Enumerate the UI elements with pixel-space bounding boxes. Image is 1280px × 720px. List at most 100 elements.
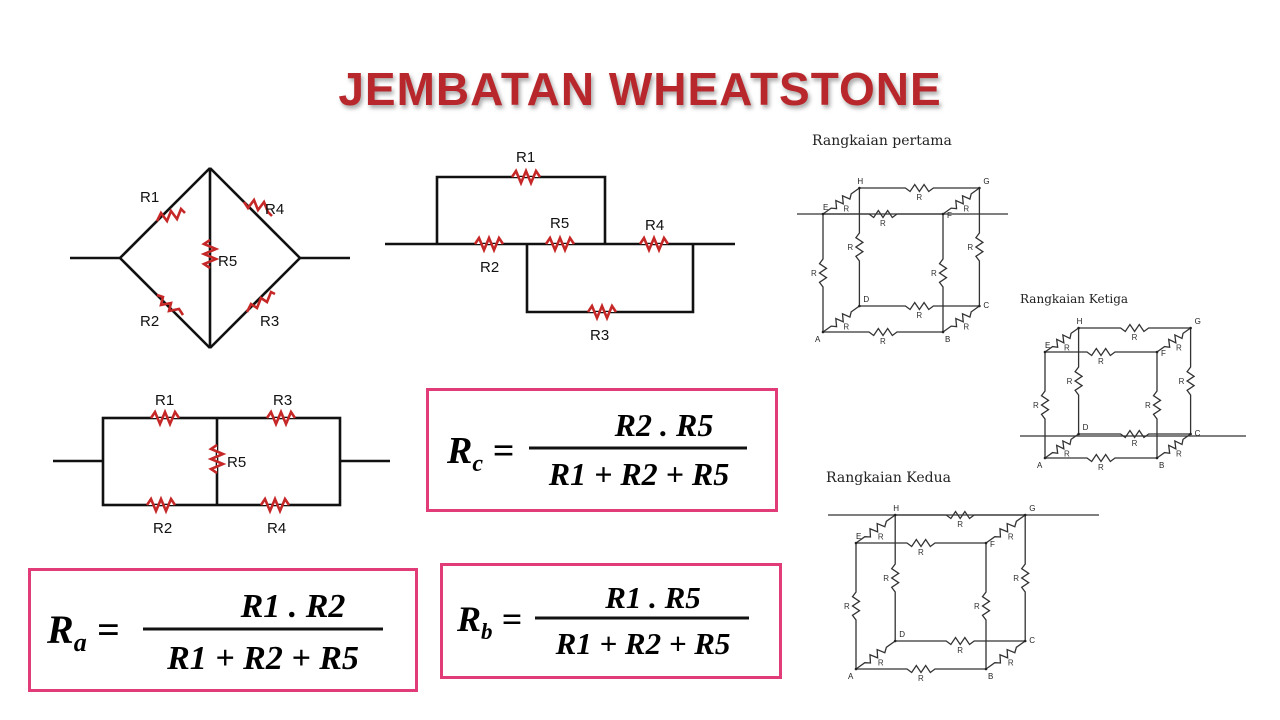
node-dot bbox=[1043, 350, 1047, 354]
node-dot bbox=[941, 330, 945, 334]
resistor-ea-label: R bbox=[811, 269, 817, 278]
resistor-hg bbox=[1078, 323, 1191, 333]
resistor-dc-label: R bbox=[957, 646, 963, 655]
bridge-diagram-diamond: R1 R4 R5 R2 R3 bbox=[70, 167, 350, 349]
node-dot bbox=[858, 186, 861, 190]
node-dot bbox=[1155, 350, 1159, 354]
resistor-bc bbox=[942, 305, 980, 333]
resistor-hd bbox=[890, 515, 900, 641]
resistor-bc-label: R bbox=[963, 322, 969, 331]
svg-text:Rb =: Rb = bbox=[456, 599, 522, 644]
resistor-hd bbox=[1073, 328, 1084, 434]
label-r4: R4 bbox=[267, 520, 286, 537]
resistor-eh-label: R bbox=[878, 532, 884, 541]
resistor-fg bbox=[942, 187, 980, 215]
formula-rb-denominator: R1 + R2 + R5 bbox=[555, 626, 731, 661]
node-dot bbox=[821, 212, 825, 216]
node-e: E bbox=[1045, 341, 1050, 350]
resistor-r1 bbox=[149, 408, 181, 428]
formula-ra: Ra = R1 . R2 R1 + R2 + R5 bbox=[46, 588, 383, 677]
formula-rb: Rb = R1 . R5 R1 + R2 + R5 bbox=[456, 580, 749, 661]
svg-text:Rc =: Rc = bbox=[446, 430, 514, 477]
resistor-r5 bbox=[200, 238, 220, 270]
node-dot bbox=[858, 304, 861, 308]
formula-rc-box: Rc = R2 . R5 R1 + R2 + R5 bbox=[426, 388, 778, 512]
resistor-ab-label: R bbox=[880, 337, 886, 346]
node-d: D bbox=[1083, 423, 1089, 432]
resistor-r5 bbox=[207, 443, 227, 475]
resistor-ab-label: R bbox=[1098, 463, 1104, 472]
resistor-ad-label: R bbox=[843, 322, 849, 331]
resistor-fb-label: R bbox=[1145, 401, 1151, 410]
node-f: F bbox=[947, 211, 952, 220]
node-dot bbox=[854, 667, 858, 671]
label-r4: R4 bbox=[265, 201, 284, 218]
node-d: D bbox=[863, 295, 869, 304]
resistor-bc-label: R bbox=[1008, 658, 1014, 667]
node-dot bbox=[941, 212, 945, 216]
resistor-r4 bbox=[638, 234, 670, 254]
resistor-bc bbox=[1156, 433, 1191, 459]
resistor-eh-label: R bbox=[843, 204, 849, 213]
formula-rb-numerator: R1 . R5 bbox=[604, 580, 701, 615]
node-dot bbox=[984, 667, 988, 671]
formula-ra-box: Ra = R1 . R2 R1 + R2 + R5 bbox=[28, 568, 418, 692]
resistor-ef-label: R bbox=[880, 219, 886, 228]
node-c: C bbox=[983, 301, 989, 310]
caption-rangkaian-ketiga: Rangkaian Ketiga bbox=[1020, 292, 1129, 306]
resistor-ea-label: R bbox=[844, 602, 850, 611]
formula-rc: Rc = R2 . R5 R1 + R2 + R5 bbox=[446, 407, 747, 492]
resistor-ad bbox=[1044, 433, 1079, 459]
resistor-eh bbox=[822, 187, 860, 215]
label-r4: R4 bbox=[645, 217, 664, 234]
resistor-eh bbox=[1044, 327, 1079, 353]
node-dot bbox=[1189, 432, 1192, 436]
node-f: F bbox=[990, 540, 995, 549]
node-g: G bbox=[983, 177, 989, 186]
resistor-r1 bbox=[510, 167, 542, 187]
resistor-fg bbox=[985, 514, 1026, 544]
resistor-fb-label: R bbox=[931, 269, 937, 278]
resistor-r2 bbox=[145, 495, 177, 515]
node-dot bbox=[893, 639, 897, 643]
resistor-r2 bbox=[473, 234, 505, 254]
resistor-ef bbox=[856, 538, 986, 548]
resistor-dc bbox=[859, 301, 980, 311]
node-dot bbox=[1155, 456, 1159, 460]
label-r1: R1 bbox=[140, 189, 159, 206]
svg-text:Ra =: Ra = bbox=[46, 607, 119, 657]
resistor-fg bbox=[1156, 327, 1191, 353]
bridge-diagram-rectangular: R1 R3 R5 R2 R4 bbox=[53, 392, 390, 537]
resistor-hd bbox=[854, 188, 865, 306]
resistor-r5 bbox=[544, 234, 576, 254]
resistor-eh-label: R bbox=[1064, 343, 1070, 352]
caption-rangkaian-pertama: Rangkaian pertama bbox=[812, 133, 952, 149]
node-dot bbox=[984, 541, 988, 545]
label-r3: R3 bbox=[590, 327, 609, 344]
resistor-hd-label: R bbox=[883, 574, 889, 583]
node-b: B bbox=[945, 335, 950, 344]
resistor-r3 bbox=[245, 290, 276, 313]
resistor-ab bbox=[1045, 453, 1157, 463]
label-r2: R2 bbox=[480, 259, 499, 276]
resistor-fb bbox=[938, 214, 948, 332]
resistor-ef-label: R bbox=[918, 548, 924, 557]
resistor-r4 bbox=[259, 495, 291, 515]
resistor-ad-label: R bbox=[878, 658, 884, 667]
formula-rc-numerator: R2 . R5 bbox=[614, 407, 714, 443]
resistor-hd-label: R bbox=[1067, 377, 1073, 386]
node-dot bbox=[821, 330, 825, 334]
node-dot bbox=[854, 541, 858, 545]
resistor-fg-label: R bbox=[1176, 343, 1182, 352]
resistor-ad bbox=[822, 305, 860, 333]
node-h: H bbox=[893, 504, 899, 513]
label-r2: R2 bbox=[140, 313, 159, 330]
resistor-r4 bbox=[242, 197, 273, 217]
resistor-ab-label: R bbox=[918, 674, 924, 683]
resistor-ef bbox=[1045, 347, 1157, 357]
node-a: A bbox=[1037, 461, 1043, 470]
resistor-r3 bbox=[265, 408, 297, 428]
resistor-ab bbox=[823, 327, 943, 337]
label-r1: R1 bbox=[155, 392, 174, 409]
resistor-dc bbox=[895, 636, 1026, 646]
